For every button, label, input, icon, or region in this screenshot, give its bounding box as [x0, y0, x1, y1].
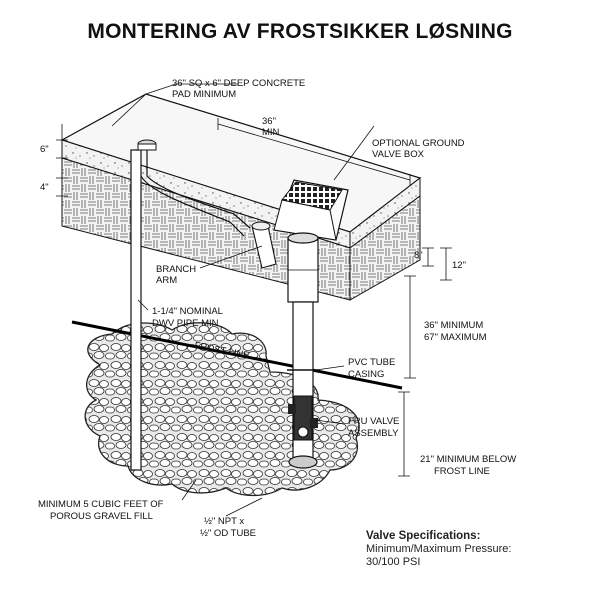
- label-dwv-1: 1-1/4" NOMINAL: [152, 306, 223, 317]
- label-npt-1: ½" NPT x: [204, 516, 244, 527]
- label-concrete-pad-2: PAD MINIMUM: [172, 89, 236, 100]
- valve-specifications: Valve Specifications: Minimum/Maximum Pr…: [366, 530, 511, 569]
- dimension-lines: [56, 83, 452, 517]
- dim-right-8: 8": [414, 250, 423, 261]
- label-pvc-1: PVC TUBE: [348, 357, 395, 368]
- label-concrete-pad-1: 36" SQ x 6" DEEP CONCRETE: [172, 78, 305, 89]
- label-depth-1: 36" MINIMUM: [424, 320, 483, 331]
- label-branch-arm-1: BRANCH: [156, 264, 196, 275]
- specs-line-1: Minimum/Maximum Pressure:: [366, 543, 512, 555]
- dim-left-4: 4": [40, 182, 49, 193]
- dim-pad-depth: 6": [40, 144, 49, 155]
- label-ground-box-1: OPTIONAL GROUND: [372, 138, 465, 149]
- label-below-frost-2: FROST LINE: [434, 466, 490, 477]
- label-pvc-2: CASING: [348, 369, 384, 380]
- label-gravel-2: POROUS GRAVEL FILL: [50, 511, 153, 522]
- branch-arm: [251, 221, 277, 269]
- label-below-frost-1: 21" MINIMUM BELOW: [420, 454, 516, 465]
- dim-right-12: 12": [452, 260, 466, 271]
- specs-heading: Valve Specifications:: [366, 530, 481, 542]
- label-width-1: 36": [262, 116, 276, 127]
- label-branch-arm-2: ARM: [156, 275, 177, 286]
- specs-line-2: 30/100 PSI: [366, 556, 421, 568]
- ground-valve-box: [273, 179, 349, 241]
- label-ground-box-2: VALVE BOX: [372, 149, 425, 160]
- label-gravel-1: MINIMUM 5 CUBIC FEET OF: [38, 499, 164, 510]
- gravel-fill: [84, 322, 360, 497]
- label-fru-2: ASSEMBLY: [348, 428, 399, 439]
- label-depth-2: 67" MAXIMUM: [424, 332, 487, 343]
- label-fru-1: FRU VALVE: [348, 416, 399, 427]
- page-title: MONTERING AV FROSTSIKKER LØSNING: [87, 20, 513, 43]
- label-dwv-2: DWV PIPE MIN: [152, 318, 219, 329]
- label-npt-2: ½" OD TUBE: [200, 528, 256, 539]
- dwv-pipe: [130, 139, 251, 471]
- label-width-2: MIN: [262, 127, 280, 138]
- frost-line: [71, 320, 403, 390]
- fru-valve-assembly: [288, 395, 318, 469]
